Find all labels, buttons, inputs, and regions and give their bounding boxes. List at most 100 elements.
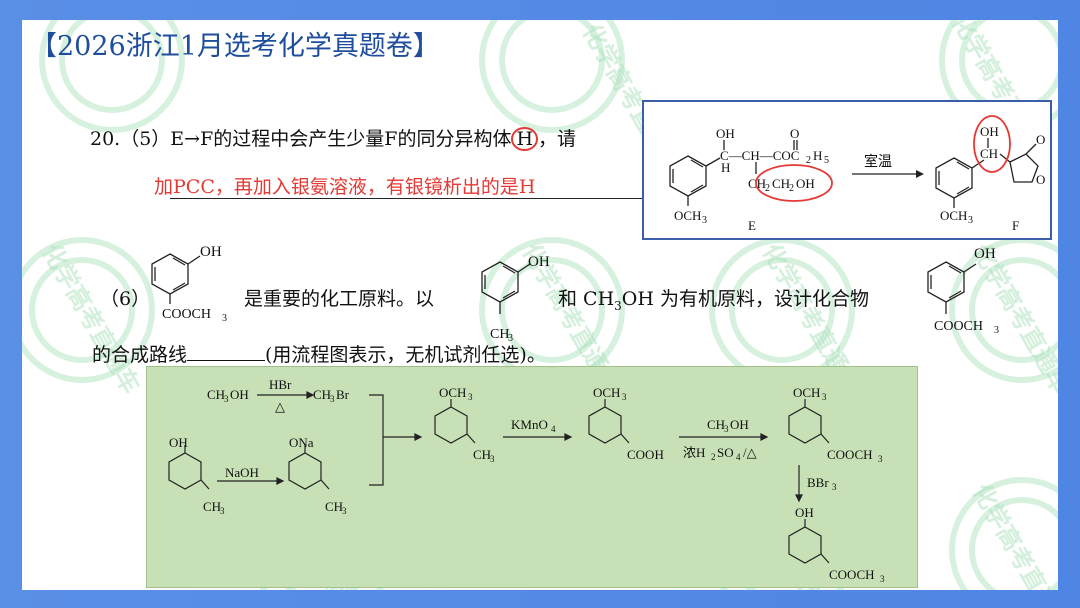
q6-text1: 是重要的化工原料。以 [244, 288, 435, 310]
q6-line2b: (用流程图表示，无机试剂任选)。 [265, 344, 546, 366]
f-och3: OCH [940, 208, 967, 223]
route-anisole-och3: OCH [439, 385, 466, 400]
q6-s1-sub: 3 [222, 313, 227, 324]
svg-text:3: 3 [342, 506, 347, 516]
e-oh-highlight-circle [755, 164, 833, 202]
scheme-ef-svg: OH O C—CH—COC 2 H 5 H CH 2 CH 2 OH OCH 3… [669, 115, 1045, 233]
route-ring-cresol [168, 452, 202, 490]
route-bracket [369, 394, 384, 486]
route-phenol-ch3: CH [203, 499, 221, 514]
svg-text:Br: Br [336, 387, 350, 402]
reagent-shiwen: 室温 [864, 153, 892, 170]
svg-text:3: 3 [622, 392, 627, 402]
e-ring-to-c [705, 157, 721, 167]
f-ring-inner [956, 186, 970, 195]
f-benzene-ring [935, 157, 973, 199]
route-ester-och3: OCH [793, 385, 820, 400]
q5-answer: 加PCC，再加入银氨溶液，有银镜析出的是H [154, 176, 536, 198]
q6-s2-inner [502, 290, 516, 299]
route-bbr3: BBr [807, 475, 829, 490]
reaction-arrowhead [916, 170, 924, 178]
e-sub-5: 5 [824, 155, 829, 166]
f-o-top: O [1036, 132, 1045, 147]
route-final-oh: OH [795, 505, 814, 520]
route-arrowhead [276, 477, 285, 485]
svg-text:2: 2 [711, 452, 716, 462]
svg-text:3: 3 [224, 394, 229, 404]
q5-h-letter: H [511, 127, 539, 151]
f-sub-och3: 3 [968, 215, 973, 226]
watermark-circle [29, 257, 135, 363]
q6-s1-cooch3: COOCH [162, 307, 211, 322]
route-ring-acid [588, 406, 622, 444]
reaction-scheme-e-to-f: OH O C—CH—COC 2 H 5 H CH 2 CH 2 OH OCH 3… [642, 100, 1052, 240]
e-sub-ch2b: 2 [789, 183, 794, 194]
f-ring-to-ch [971, 159, 985, 169]
label-e: E [748, 218, 756, 233]
q6-s3-inner [948, 265, 962, 274]
watermark-circle [969, 257, 1058, 363]
svg-text:3: 3 [220, 506, 225, 516]
e-benzene-ring [669, 155, 707, 197]
route-ch3oh: CH [207, 387, 225, 402]
route-arrowhead [795, 494, 803, 503]
route-anisole-ch3: CH [473, 447, 491, 462]
e-h5-h: H [813, 148, 822, 163]
route-arrowhead [564, 433, 573, 441]
svg-text:3: 3 [832, 482, 837, 492]
q6-s2-inner [502, 265, 516, 274]
svg-text:OH: OH [730, 417, 749, 432]
route-final-cooch3: COOCH [829, 567, 875, 582]
watermark-circle [479, 20, 625, 133]
route-arrowhead [760, 433, 769, 441]
e-sub-och3: 3 [702, 215, 707, 226]
q6-s3-oh: OH [974, 246, 996, 262]
q6-s2-sub: 3 [508, 333, 513, 344]
q6-s3-sub: 3 [994, 325, 999, 336]
watermark-circle [22, 237, 155, 383]
q6-blank [187, 344, 266, 361]
f-ring-inner [956, 161, 970, 170]
q6-s3-ring [927, 261, 965, 303]
watermark-circle [499, 20, 605, 113]
q6-s3-oh-bond [963, 263, 977, 273]
f-oh: OH [980, 124, 999, 139]
q6-s3-inner [948, 290, 962, 299]
route-ester-cooch3: COOCH [827, 447, 873, 462]
route-ch3br: CH [313, 387, 331, 402]
route-ester-reagent-bottom: 浓H [683, 445, 705, 460]
q6-s1-inner [172, 282, 186, 291]
svg-text:3: 3 [880, 574, 885, 584]
svg-text:3: 3 [822, 392, 827, 402]
route-arrowhead [306, 391, 315, 399]
route-ona-ch3: CH [325, 499, 343, 514]
e-o: O [790, 126, 799, 141]
route-ring-final [788, 526, 822, 564]
q6-s1-oh: OH [200, 244, 222, 260]
route-phenol-oh: OH [169, 435, 188, 450]
q6-s2-ch3: CH [490, 327, 509, 342]
page-title: 【2026浙江1月选考化学真题卷】 [30, 31, 440, 62]
e-chain: C—CH—COC [720, 148, 799, 163]
e-ch2ch2oh: CH [772, 176, 790, 191]
e-och3: OCH [674, 208, 701, 223]
f-o-ring: O [1036, 172, 1045, 187]
q6-text2a: 和 CH [558, 288, 615, 310]
q6-line2a: 的合成路线 [92, 344, 188, 366]
q6-s1-inner [172, 257, 186, 266]
e-ring-inner [690, 184, 704, 193]
e-oh2: OH [796, 176, 815, 191]
e-ch2: CH [748, 176, 766, 191]
label-f: F [1012, 218, 1019, 233]
route-ring-ester [788, 406, 822, 444]
route-ring-ona [288, 452, 322, 490]
q5-prefix: 20.（5）E→F的过程中会产生少量F的同分异构体 [90, 128, 512, 150]
e-sub-2h5: 2 [806, 155, 811, 166]
watermark-circle [499, 257, 605, 363]
e-ring-inner [690, 159, 704, 168]
watermark-circle [969, 497, 1058, 590]
route-ring-anisole [434, 406, 468, 444]
q6-text2: 和 CH3OH 为有机原料，设计化合物 [558, 288, 869, 313]
f-co-bond [1025, 143, 1037, 155]
